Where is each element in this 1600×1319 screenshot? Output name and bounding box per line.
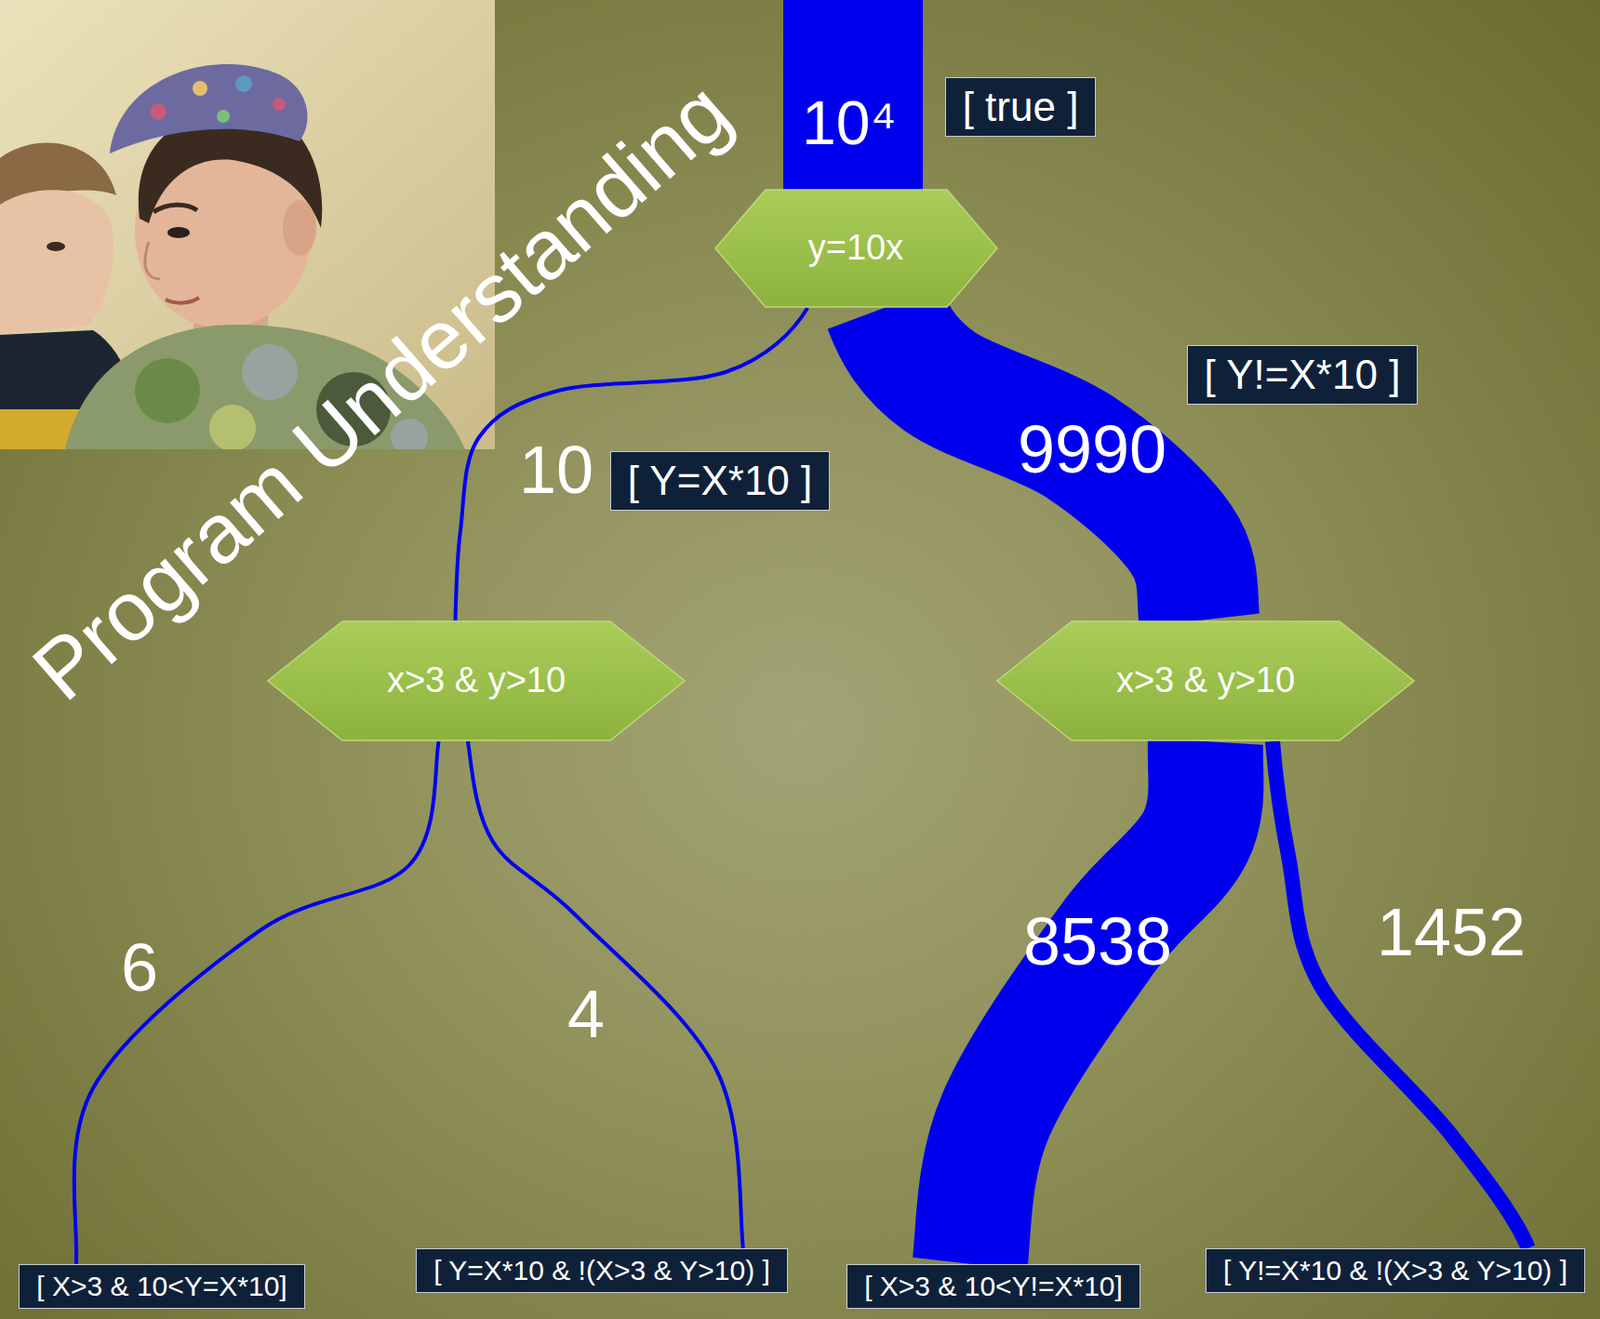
flow-band bbox=[970, 741, 1207, 1265]
node-text: [ X>3 & 10<Y=X*10] bbox=[36, 1270, 287, 1304]
flow-count: 9990 bbox=[1017, 415, 1167, 483]
node-text: [ Y=X*10 ] bbox=[627, 457, 814, 506]
condition-box: [ true ] bbox=[945, 77, 1097, 138]
flow-count: 4 bbox=[567, 980, 605, 1048]
flow-count: 10 bbox=[519, 436, 594, 504]
flow-count: 6 bbox=[120, 933, 159, 1001]
flow-band bbox=[884, 307, 1200, 621]
condition-box: [ X>3 & 10<Y!=X*10] bbox=[846, 1264, 1141, 1310]
hexagon-shape bbox=[267, 621, 685, 741]
decision-hexagon: x>3 & y>10 bbox=[266, 620, 686, 742]
node-text: [ true ] bbox=[962, 83, 1080, 132]
hexagon-shape bbox=[715, 189, 998, 307]
node-text: [ Y=X*10 & !(X>3 & Y>10) ] bbox=[433, 1254, 771, 1288]
node-text: [ Y!=X*10 ] bbox=[1204, 351, 1401, 400]
condition-box: [ Y!=X*10 ] bbox=[1186, 345, 1419, 406]
flow-band bbox=[467, 741, 744, 1249]
flow-count: 8538 bbox=[1023, 907, 1173, 975]
hexagon-shape bbox=[997, 621, 1414, 741]
input-band bbox=[783, 0, 923, 200]
node-text: x>3 & y>10 bbox=[386, 660, 566, 702]
node-text: y=10x bbox=[808, 227, 904, 269]
decision-hexagon: y=10x bbox=[714, 188, 999, 308]
condition-box: [ Y=X*10 & !(X>3 & Y>10) ] bbox=[415, 1248, 788, 1294]
flow-band bbox=[74, 741, 440, 1265]
node-text: x>3 & y>10 bbox=[1116, 660, 1295, 702]
watermark-title: Program Understanding bbox=[18, 67, 745, 715]
node-text: [ X>3 & 10<Y!=X*10] bbox=[864, 1270, 1123, 1304]
condition-box: [ Y!=X*10 & !(X>3 & Y>10) ] bbox=[1205, 1248, 1586, 1294]
flow-band bbox=[1272, 741, 1529, 1249]
node-text: [ Y!=X*10 & !(X>3 & Y>10) ] bbox=[1223, 1254, 1568, 1288]
condition-box: [ X>3 & 10<Y=X*10] bbox=[18, 1264, 305, 1310]
decision-hexagon: x>3 & y>10 bbox=[996, 620, 1415, 742]
flow-count: 1452 bbox=[1376, 898, 1526, 966]
condition-box: [ Y=X*10 ] bbox=[610, 451, 831, 512]
flow-count: 10⁴ bbox=[801, 92, 897, 154]
